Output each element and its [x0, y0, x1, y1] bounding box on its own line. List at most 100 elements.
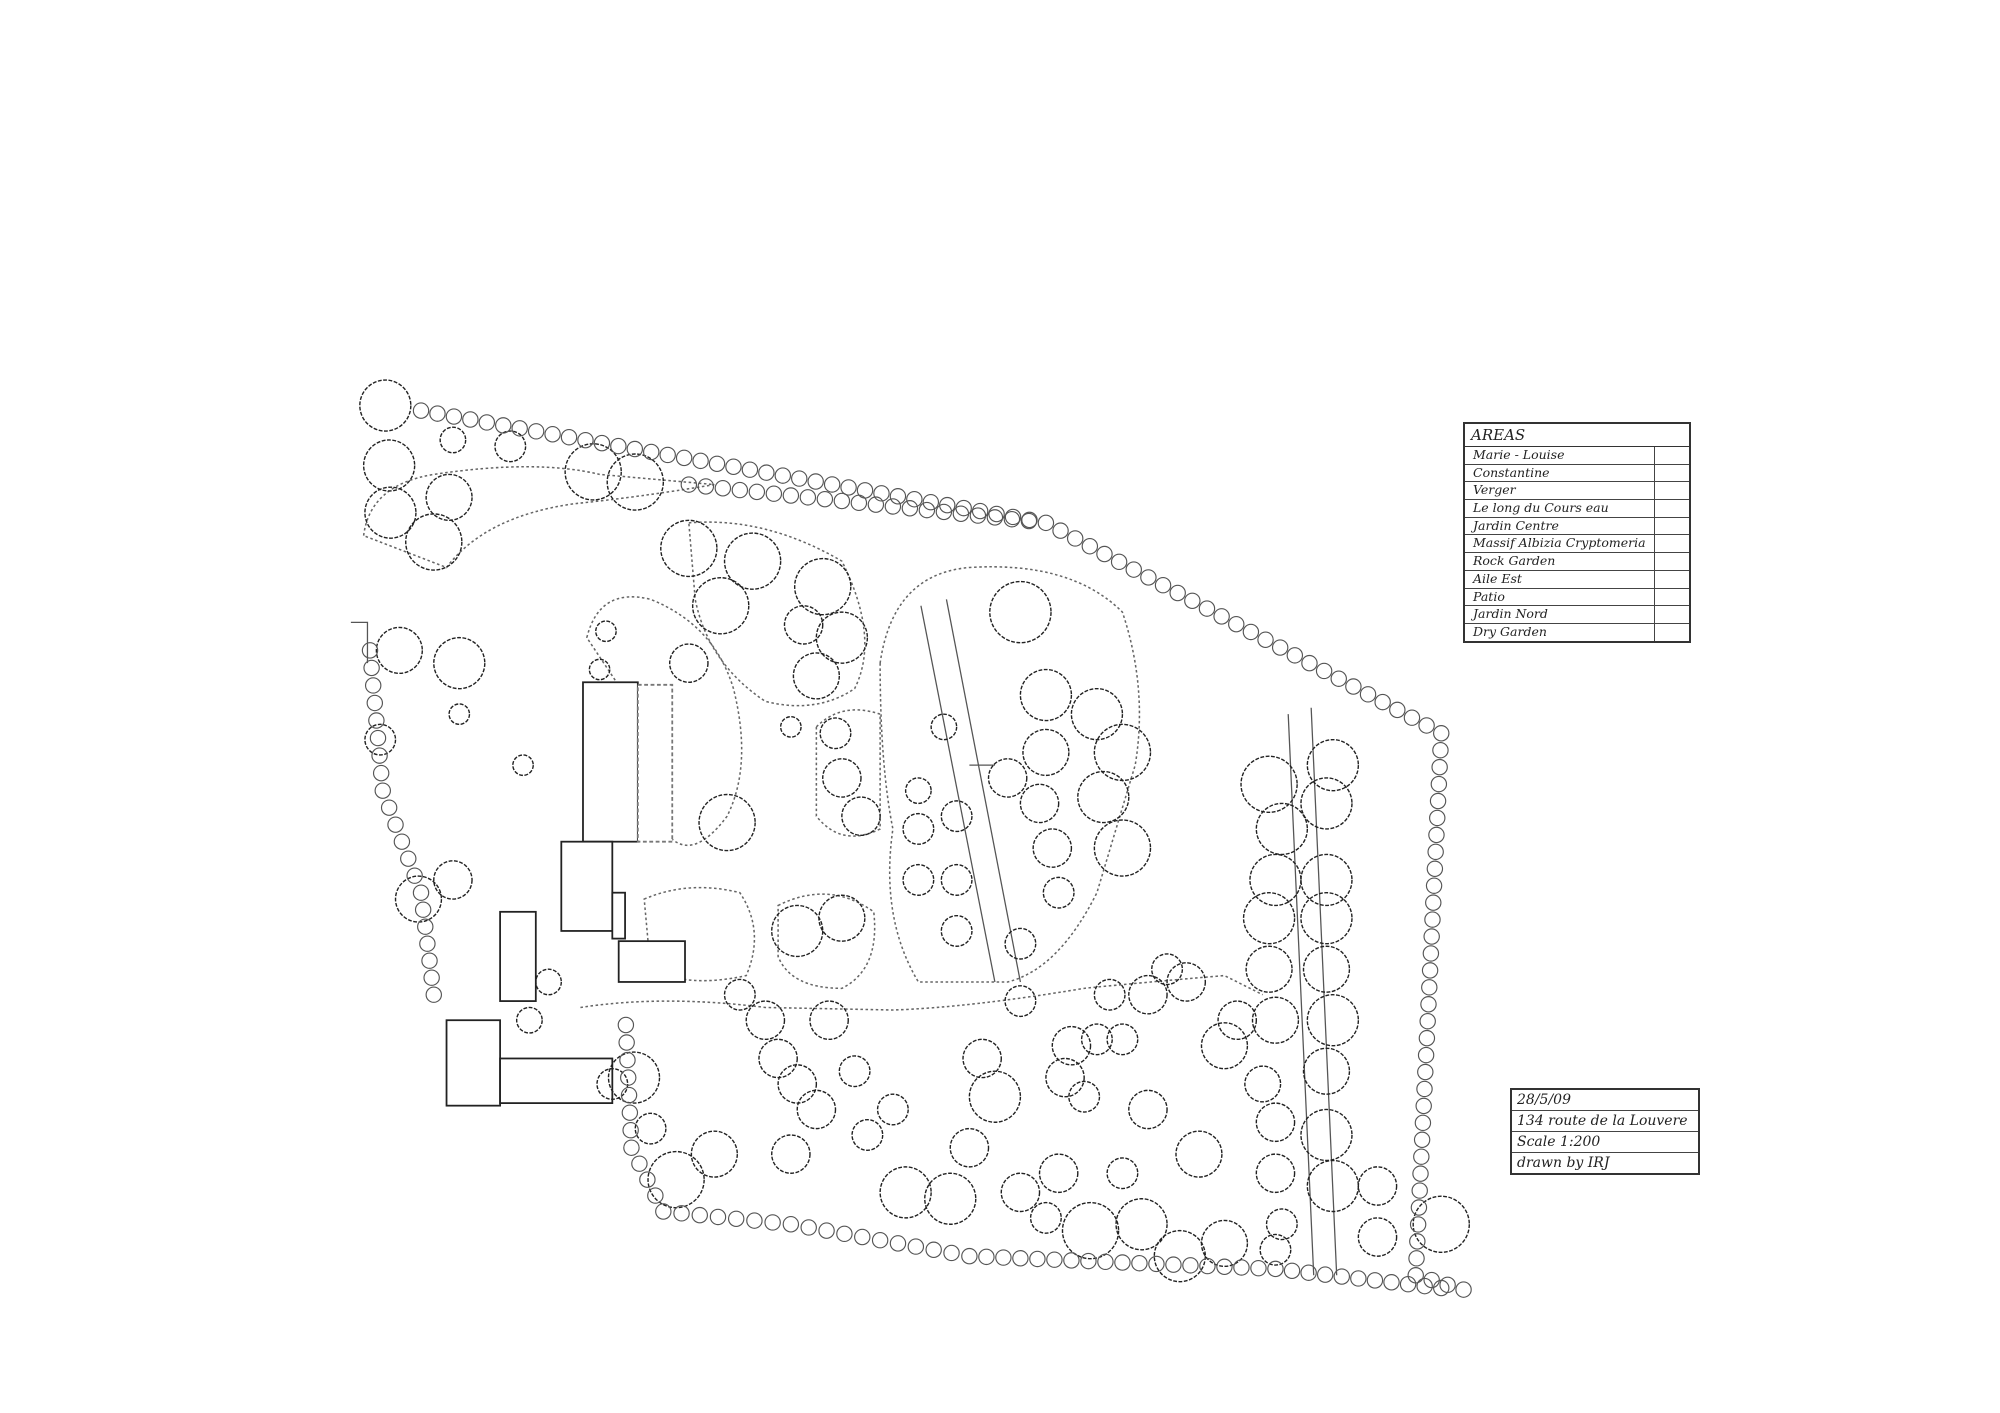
hedge-shrub: [1300, 1264, 1317, 1281]
tree: [448, 703, 471, 726]
hedge-shrub: [1063, 1252, 1080, 1269]
hedge-shrub: [1080, 1252, 1097, 1270]
tree: [1300, 853, 1353, 907]
walkways: [350, 599, 1338, 1276]
hedge-shrub: [741, 461, 759, 478]
shrub-bed: [580, 974, 1264, 1011]
tree: [1153, 1229, 1207, 1283]
hedge-shrub: [659, 446, 676, 464]
hedge-shrub: [560, 428, 578, 446]
hedge-shrub: [1414, 1114, 1432, 1132]
hedge-shrub: [462, 411, 479, 428]
area-key-cell: [1654, 464, 1689, 482]
tree: [1128, 974, 1168, 1015]
tree: [1106, 1157, 1139, 1190]
area-key-cell: [1654, 553, 1689, 570]
hedge-shrub: [643, 443, 660, 461]
shrub-bed: [815, 709, 881, 837]
tree: [359, 379, 412, 432]
hedge-shrub: [622, 1121, 639, 1139]
tree: [1022, 728, 1070, 777]
tree: [1004, 927, 1037, 960]
hedge-shrub: [873, 485, 890, 502]
tree: [1300, 1108, 1353, 1162]
hedge-shrub: [495, 417, 512, 434]
tree: [535, 968, 563, 996]
hedge-shrub: [692, 452, 709, 470]
hedge-shrub: [971, 502, 989, 520]
hedge-shrub: [647, 1187, 664, 1204]
hedge-shrub: [680, 476, 698, 493]
hedge-shrub: [1081, 538, 1099, 555]
hedge-shrub: [906, 491, 923, 508]
hedge-shrub: [1433, 1279, 1450, 1297]
hedge-shrub: [371, 747, 388, 764]
tree: [1300, 891, 1353, 945]
hedge-shrub: [1416, 1277, 1433, 1295]
hedge-shrub: [1097, 1253, 1114, 1271]
hedge-shrub: [1257, 631, 1274, 648]
tree: [1217, 1000, 1258, 1041]
tree: [1306, 738, 1360, 792]
tree: [879, 1166, 932, 1219]
area-key-cell: [1654, 588, 1689, 606]
tree: [1093, 978, 1126, 1011]
hedge-shrub: [361, 642, 379, 659]
area-name: Jardin Centre: [1473, 517, 1559, 533]
hedge-shrub: [1250, 1259, 1267, 1277]
tree: [819, 717, 852, 750]
legend-row: Patio: [1465, 588, 1689, 607]
hedge-shrub: [889, 1235, 907, 1252]
hedge-shrub: [593, 434, 611, 452]
legend-row: Aile Est: [1465, 570, 1689, 589]
tree: [1200, 1219, 1249, 1268]
hedge-shrub: [372, 764, 390, 782]
hedge-shrub: [1431, 758, 1448, 776]
hedge-shrub: [854, 1228, 871, 1246]
hedge-shrub: [412, 402, 430, 419]
hedge-shrub: [1004, 508, 1022, 526]
building: [617, 940, 686, 983]
hedge-shrub: [925, 1241, 942, 1258]
hedge-shrub: [419, 935, 436, 952]
hedge-shrub: [1216, 1258, 1233, 1275]
hedge-shrub: [1430, 775, 1448, 793]
hedge-shrub: [1110, 553, 1128, 571]
tree: [723, 978, 756, 1011]
hedge-shrub: [799, 489, 817, 506]
plan-author: drawn by IRJ: [1517, 1155, 1610, 1171]
hedge-shrub: [619, 1051, 636, 1069]
hedge-shrub: [1455, 1281, 1472, 1298]
tree: [838, 1055, 871, 1088]
hedge-shrub: [727, 1210, 745, 1228]
hedge-shrub: [1427, 843, 1444, 861]
tree: [588, 658, 611, 681]
plan-scale: Scale 1:200: [1512, 1132, 1698, 1153]
area-name: Verger: [1473, 482, 1516, 498]
tree: [902, 863, 935, 896]
hedge-shrub: [414, 901, 432, 918]
building-main: [582, 681, 639, 843]
area-key-cell: [1654, 623, 1689, 641]
tree: [1240, 755, 1298, 814]
hedge-shrub: [406, 867, 423, 884]
building: [499, 1057, 614, 1105]
tree: [1042, 876, 1075, 909]
hedge-shrub: [423, 969, 440, 986]
tree: [1093, 819, 1152, 877]
hedge-shrub: [1316, 1266, 1334, 1283]
hedge-shrub: [1409, 1233, 1426, 1250]
hedge-shrub: [478, 414, 496, 431]
area-key-cell: [1654, 482, 1689, 500]
tree: [515, 1006, 543, 1034]
tree: [796, 1089, 837, 1130]
tree: [1032, 828, 1073, 868]
hedge-shrub: [387, 816, 404, 833]
hedge-shrub: [1148, 1255, 1165, 1273]
tree: [1251, 996, 1300, 1044]
tree: [818, 894, 866, 942]
area-name: Le long du Cours eau: [1473, 500, 1609, 516]
building: [499, 910, 537, 1002]
hedge-shrub: [412, 884, 430, 901]
